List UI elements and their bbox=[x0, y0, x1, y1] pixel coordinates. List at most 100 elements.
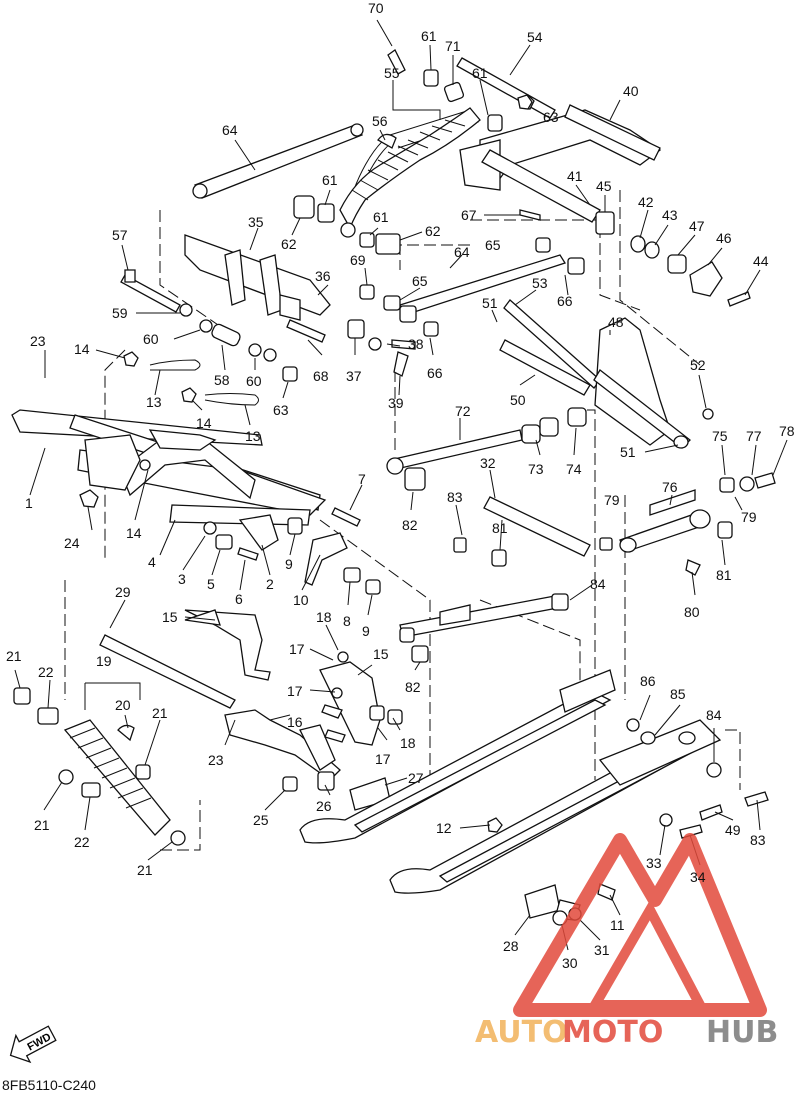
callout-18: 18 bbox=[400, 735, 416, 751]
callout-66: 66 bbox=[557, 293, 573, 309]
callout-49: 49 bbox=[725, 822, 741, 838]
callout-26: 26 bbox=[316, 798, 332, 814]
bar-41 bbox=[481, 149, 601, 223]
callout-47: 47 bbox=[689, 218, 705, 234]
callout-11: 11 bbox=[610, 917, 625, 933]
callout-40: 40 bbox=[623, 83, 639, 99]
callout-25: 25 bbox=[253, 812, 269, 828]
callout-17: 17 bbox=[287, 683, 303, 699]
callout-78: 78 bbox=[779, 423, 795, 439]
callout-31: 31 bbox=[594, 942, 610, 958]
callout-59: 59 bbox=[112, 305, 128, 321]
callout-60: 60 bbox=[246, 373, 262, 389]
callout-67: 67 bbox=[461, 207, 477, 223]
callout-83: 83 bbox=[750, 832, 766, 848]
lower-shock-19 bbox=[63, 719, 186, 846]
callout-69: 69 bbox=[350, 252, 366, 268]
callout-58: 58 bbox=[214, 372, 230, 388]
callout-61: 61 bbox=[322, 172, 338, 188]
callout-16: 16 bbox=[287, 714, 303, 730]
callout-75: 75 bbox=[712, 428, 728, 444]
callout-43: 43 bbox=[662, 207, 678, 223]
callout-64: 64 bbox=[222, 122, 238, 138]
callout-labels: 70 61 71 54 55 61 63 40 56 64 61 61 62 6… bbox=[6, 0, 795, 971]
callout-22: 22 bbox=[38, 664, 54, 680]
callout-61: 61 bbox=[472, 65, 488, 81]
callout-57: 57 bbox=[112, 227, 128, 243]
callout-77: 77 bbox=[746, 428, 762, 444]
upper-assembly bbox=[184, 49, 751, 323]
callout-65: 65 bbox=[485, 237, 501, 253]
callout-80: 80 bbox=[684, 604, 700, 620]
callout-44: 44 bbox=[753, 253, 769, 269]
callout-21: 21 bbox=[6, 648, 22, 664]
callout-51: 51 bbox=[482, 295, 498, 311]
callout-3: 3 bbox=[178, 571, 186, 587]
callout-14: 14 bbox=[196, 415, 212, 431]
callout-9: 9 bbox=[362, 623, 370, 639]
callout-74: 74 bbox=[566, 461, 582, 477]
callout-13: 13 bbox=[146, 394, 162, 410]
watermark-moto: MOTO bbox=[562, 1015, 663, 1050]
callout-81: 81 bbox=[716, 567, 732, 583]
callout-24: 24 bbox=[64, 535, 80, 551]
callout-38: 38 bbox=[408, 336, 424, 352]
callout-37: 37 bbox=[346, 368, 362, 384]
plate-46 bbox=[689, 261, 723, 297]
callout-21: 21 bbox=[34, 817, 50, 833]
lower-left-assembly bbox=[13, 609, 403, 846]
callout-60: 60 bbox=[143, 331, 159, 347]
callout-32: 32 bbox=[480, 455, 496, 471]
callout-85: 85 bbox=[670, 686, 686, 702]
callout-23: 23 bbox=[30, 333, 46, 349]
callout-10: 10 bbox=[293, 592, 309, 608]
watermark-auto: AUTO bbox=[475, 1015, 568, 1050]
callout-46: 46 bbox=[716, 230, 732, 246]
rail-upper bbox=[299, 689, 612, 844]
callout-82: 82 bbox=[402, 517, 418, 533]
callout-64: 64 bbox=[454, 244, 470, 260]
callout-15: 15 bbox=[162, 609, 178, 625]
callout-12: 12 bbox=[436, 820, 452, 836]
callout-70: 70 bbox=[368, 0, 384, 16]
callout-82: 82 bbox=[405, 679, 421, 695]
watermark-hub: HUB bbox=[706, 1015, 778, 1050]
bracket-35 bbox=[184, 234, 331, 316]
callout-17: 17 bbox=[375, 751, 391, 767]
callout-34: 34 bbox=[690, 869, 706, 885]
callout-84: 84 bbox=[590, 576, 606, 592]
callout-9: 9 bbox=[285, 556, 293, 572]
callout-73: 73 bbox=[528, 461, 544, 477]
callout-65: 65 bbox=[412, 273, 428, 289]
callout-79: 79 bbox=[741, 509, 757, 525]
callout-52: 52 bbox=[690, 357, 706, 373]
callout-13: 13 bbox=[245, 428, 261, 444]
callout-30: 30 bbox=[562, 955, 578, 971]
callout-4: 4 bbox=[148, 554, 156, 570]
callout-2: 2 bbox=[266, 576, 274, 592]
callout-63: 63 bbox=[273, 402, 289, 418]
callout-15: 15 bbox=[373, 646, 389, 662]
callout-55: 55 bbox=[384, 65, 400, 81]
callout-33: 33 bbox=[646, 855, 662, 871]
callout-35: 35 bbox=[248, 214, 264, 230]
callout-79: 79 bbox=[604, 492, 620, 508]
callout-53: 53 bbox=[532, 275, 548, 291]
callout-54: 54 bbox=[527, 29, 543, 45]
callout-62: 62 bbox=[281, 236, 297, 252]
callout-61: 61 bbox=[373, 209, 389, 225]
callout-17: 17 bbox=[289, 641, 305, 657]
callout-20: 20 bbox=[115, 697, 131, 713]
front-arm-frame-1 bbox=[11, 409, 327, 526]
callout-68: 68 bbox=[313, 368, 329, 384]
callout-27: 27 bbox=[408, 770, 424, 786]
callout-7: 7 bbox=[358, 471, 366, 487]
callout-1: 1 bbox=[25, 495, 33, 511]
fwd-label: FWD bbox=[25, 1031, 53, 1053]
callout-8: 8 bbox=[343, 613, 351, 629]
callout-39: 39 bbox=[388, 395, 404, 411]
callout-63: 63 bbox=[543, 109, 559, 125]
watermark-logo: AUTO MOTO HUB bbox=[475, 833, 778, 1050]
callout-71: 71 bbox=[445, 38, 461, 54]
